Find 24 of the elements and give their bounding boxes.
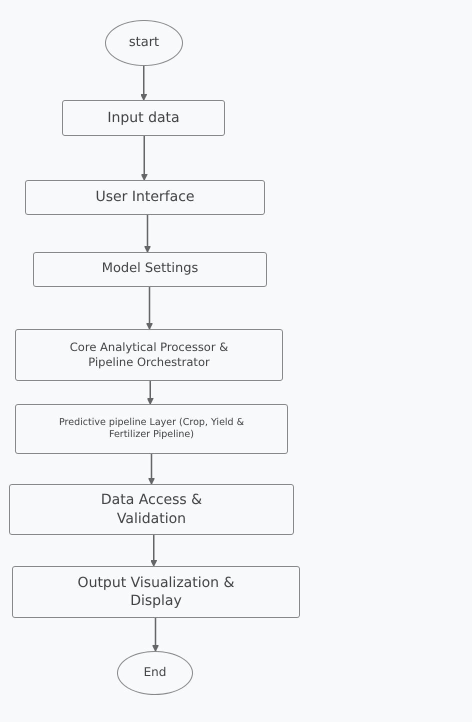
node-label: Model Settings: [100, 261, 200, 278]
node-label: User Interface: [94, 188, 196, 207]
arrow: [146, 381, 154, 404]
process-box: [9, 484, 294, 535]
arrow: [148, 454, 155, 484]
process-box: [15, 404, 288, 454]
arrow: [152, 618, 159, 652]
node-label: Core Analytical Processor & Pipeline Orchestrator: [68, 340, 230, 370]
node-label: Data Access & Validation: [100, 491, 204, 528]
arrow: [140, 66, 148, 100]
process-box: [25, 180, 265, 215]
arrow: [146, 287, 153, 330]
arrow: [140, 136, 148, 180]
node-label: start: [128, 34, 160, 52]
node-label: Output Visualization & Display: [76, 574, 236, 610]
arrow: [144, 215, 151, 252]
process-box: [33, 252, 267, 287]
node-label: Input data: [106, 108, 181, 128]
node-label: End: [142, 665, 168, 681]
process-box: [15, 329, 283, 381]
process-box: [12, 566, 300, 618]
process-box: [62, 100, 225, 136]
arrow: [150, 535, 158, 566]
node-label: Predictive pipeline Layer (Crop, Yield & Fertilizer Pipeline): [58, 416, 246, 442]
